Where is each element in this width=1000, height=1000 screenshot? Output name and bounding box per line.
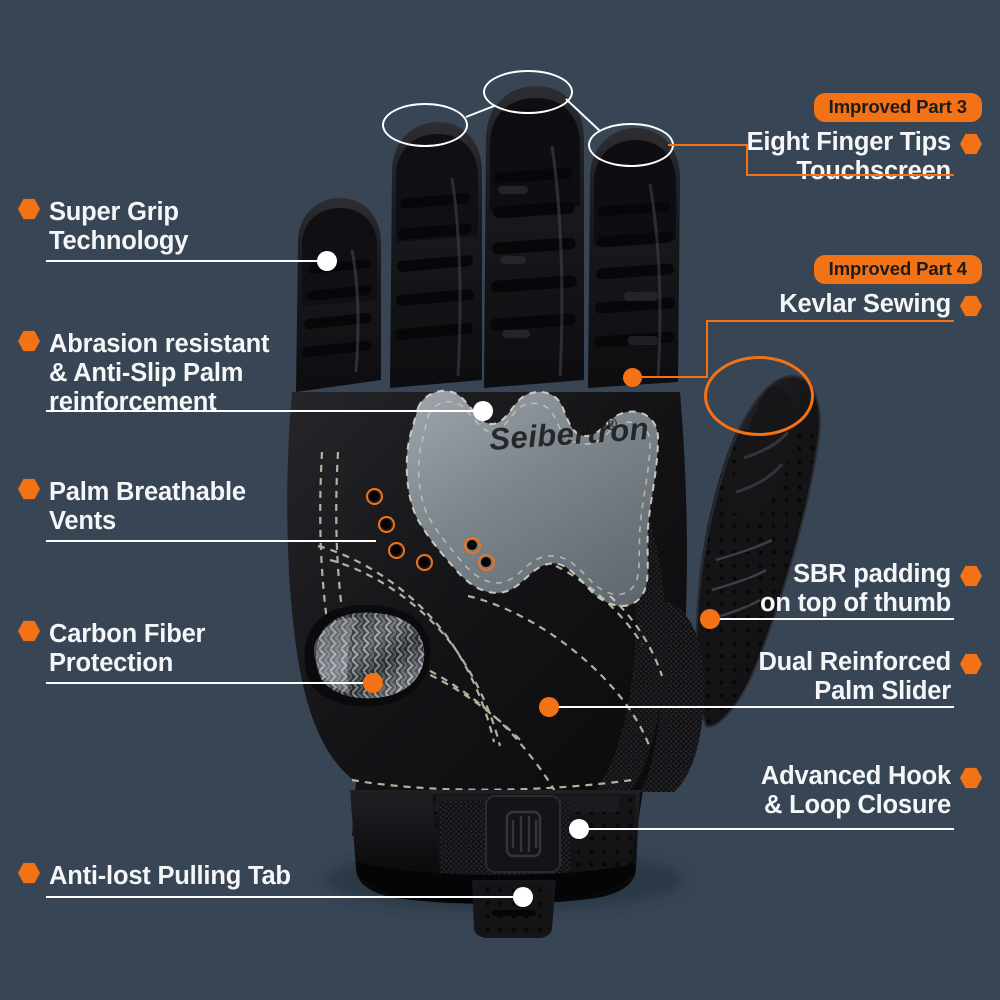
callout-kevlar-leader-h1 xyxy=(634,376,708,378)
bullet-hexagon-icon xyxy=(18,620,40,642)
bullet-hexagon-icon xyxy=(960,653,982,675)
callout-pull-tab: Anti-lost Pulling Tab xyxy=(18,862,291,891)
callout-abrasion: Abrasion resistant & Anti-Slip Palm rein… xyxy=(18,330,270,416)
callout-super-grip-endpoint xyxy=(317,251,337,271)
callout-carbon-rule xyxy=(46,682,376,684)
callout-carbon-label: Carbon Fiber Protection xyxy=(49,620,206,677)
callout-kevlar-label: Kevlar Sewing xyxy=(779,290,951,318)
callout-sbr-rule xyxy=(716,618,954,620)
callout-palm-slider: Dual Reinforced Palm Slider xyxy=(602,648,982,706)
callout-finger-tips-leader-horizontal xyxy=(668,144,748,146)
vent-marker xyxy=(378,516,395,533)
callout-finger-tips-rule xyxy=(746,174,954,176)
kevlar-thumb-highlight xyxy=(704,356,814,436)
callout-finger-tips-leader-vertical xyxy=(746,144,748,176)
bullet-hexagon-icon xyxy=(18,862,40,884)
vent-marker xyxy=(464,537,481,554)
callout-palm-slider-label: Dual Reinforced Palm Slider xyxy=(758,648,951,705)
callout-pull-tab-endpoint xyxy=(513,887,533,907)
callout-super-grip-rule xyxy=(46,260,328,262)
bullet-hexagon-icon xyxy=(18,198,40,220)
svg-text:Seibertron: Seibertron xyxy=(488,411,650,457)
callout-kevlar-endpoint xyxy=(623,368,642,387)
callout-palm-slider-endpoint xyxy=(539,697,559,717)
callout-abrasion-label: Abrasion resistant & Anti-Slip Palm rein… xyxy=(49,330,270,416)
callout-vents-label: Palm Breathable Vents xyxy=(49,478,246,535)
callout-vents: Palm Breathable Vents xyxy=(18,478,246,536)
callout-hook-loop-rule xyxy=(586,828,954,830)
svg-text:®: ® xyxy=(604,414,618,434)
callout-finger-tips: Improved Part 3 Eight Finger Tips Touchs… xyxy=(602,93,982,186)
vent-marker xyxy=(416,554,433,571)
callout-carbon-endpoint xyxy=(363,673,383,693)
callout-sbr-endpoint xyxy=(700,609,720,629)
vent-marker xyxy=(478,554,495,571)
vent-marker xyxy=(366,488,383,505)
bullet-hexagon-icon xyxy=(960,133,982,155)
callout-palm-slider-rule xyxy=(556,706,954,708)
callout-kevlar-rule xyxy=(706,320,954,322)
bullet-hexagon-icon xyxy=(18,478,40,500)
callout-sbr-label: SBR padding on top of thumb xyxy=(759,560,951,617)
badge-improved-part-3: Improved Part 3 xyxy=(813,93,982,122)
badge-improved-part-4: Improved Part 4 xyxy=(813,255,982,284)
callout-pull-tab-label: Anti-lost Pulling Tab xyxy=(49,862,291,890)
callout-hook-loop-endpoint xyxy=(569,819,589,839)
fingertip-highlight-pinky xyxy=(382,103,468,147)
bullet-hexagon-icon xyxy=(18,330,40,352)
callout-abrasion-endpoint xyxy=(473,401,493,421)
fingertip-highlight-middle xyxy=(483,70,573,114)
callout-pull-tab-rule xyxy=(46,896,523,898)
callout-sbr: SBR padding on top of thumb xyxy=(602,560,982,618)
bullet-hexagon-icon xyxy=(960,767,982,789)
callout-kevlar-leader-v1 xyxy=(706,320,708,378)
callout-super-grip: Super Grip Technology xyxy=(18,198,188,256)
callout-abrasion-rule xyxy=(46,410,481,412)
callout-finger-tips-label: Eight Finger Tips Touchscreen xyxy=(746,128,952,185)
callout-kevlar: Improved Part 4 Kevlar Sewing xyxy=(602,255,982,319)
bullet-hexagon-icon xyxy=(960,295,982,317)
callout-hook-loop-label: Advanced Hook & Loop Closure xyxy=(760,762,951,819)
bullet-hexagon-icon xyxy=(960,565,982,587)
callout-carbon: Carbon Fiber Protection xyxy=(18,620,205,678)
callout-hook-loop: Advanced Hook & Loop Closure xyxy=(602,762,982,820)
callout-super-grip-label: Super Grip Technology xyxy=(49,198,189,255)
callout-vents-rule xyxy=(46,540,376,542)
vent-marker xyxy=(388,542,405,559)
